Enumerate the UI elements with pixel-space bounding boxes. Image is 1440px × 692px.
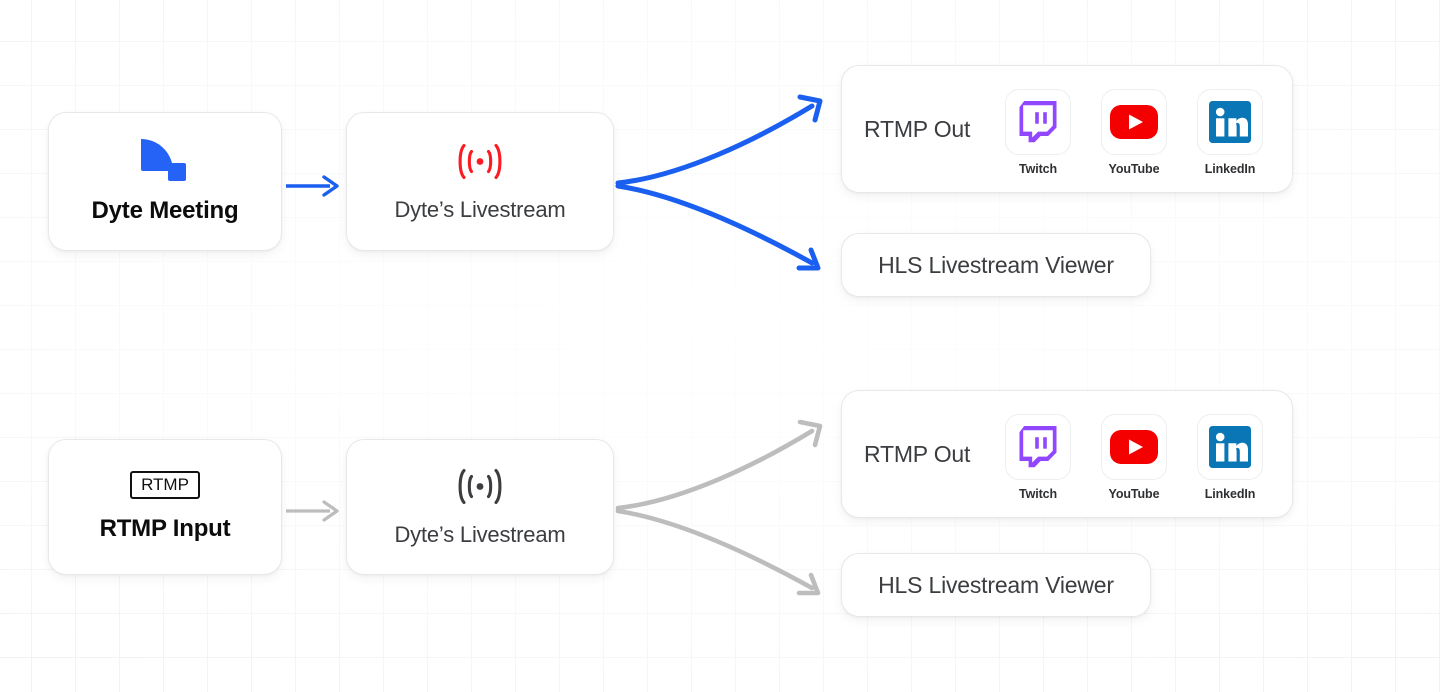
node-rtmp-input[interactable]: RTMP RTMP Input	[48, 439, 282, 575]
node-livestream-bottom-label: Dyte’s Livestream	[394, 522, 566, 547]
platform-list: Twitch YouTube	[1002, 413, 1266, 501]
node-hls-viewer-bottom[interactable]: HLS Livestream Viewer	[841, 553, 1151, 617]
node-rtmp-out-bottom[interactable]: RTMP Out Twitch	[841, 390, 1293, 518]
platform-youtube-label: YouTube	[1108, 161, 1160, 176]
platform-youtube-label: YouTube	[1108, 486, 1160, 501]
node-dyte-meeting[interactable]: Dyte Meeting	[48, 112, 282, 251]
node-rtmp-out-top-label: RTMP Out	[864, 115, 971, 142]
node-hls-viewer-top[interactable]: HLS Livestream Viewer	[841, 233, 1151, 297]
broadcast-icon	[452, 141, 508, 183]
platform-linkedin[interactable]: LinkedIn	[1194, 413, 1266, 501]
platform-twitch[interactable]: Twitch	[1002, 88, 1074, 176]
platform-youtube[interactable]: YouTube	[1098, 413, 1170, 501]
node-livestream-bottom[interactable]: Dyte’s Livestream	[346, 439, 614, 575]
rtmp-badge-icon: RTMP	[130, 470, 200, 500]
youtube-icon	[1101, 413, 1167, 480]
platform-twitch-label: Twitch	[1018, 161, 1058, 176]
platform-twitch[interactable]: Twitch	[1002, 413, 1074, 501]
platform-list: Twitch YouTube	[1002, 88, 1266, 176]
twitch-icon	[1005, 88, 1071, 155]
youtube-icon	[1101, 88, 1167, 155]
twitch-icon	[1005, 413, 1071, 480]
platform-linkedin-label: LinkedIn	[1204, 161, 1256, 176]
dyte-logo-icon	[141, 138, 189, 181]
linkedin-icon	[1197, 88, 1263, 155]
broadcast-icon	[452, 466, 508, 508]
node-rtmp-out-top[interactable]: RTMP Out Twitch	[841, 65, 1293, 193]
node-livestream-top[interactable]: Dyte’s Livestream	[346, 112, 614, 251]
platform-twitch-label: Twitch	[1018, 486, 1058, 501]
node-hls-viewer-top-label: HLS Livestream Viewer	[878, 251, 1114, 278]
platform-youtube[interactable]: YouTube	[1098, 88, 1170, 176]
platform-linkedin-label: LinkedIn	[1204, 486, 1256, 501]
node-rtmp-out-bottom-label: RTMP Out	[864, 440, 971, 467]
node-dyte-meeting-label: Dyte Meeting	[91, 196, 239, 224]
node-livestream-top-label: Dyte’s Livestream	[394, 196, 566, 222]
platform-linkedin[interactable]: LinkedIn	[1194, 88, 1266, 176]
node-hls-viewer-bottom-label: HLS Livestream Viewer	[878, 571, 1114, 598]
node-rtmp-input-label: RTMP Input	[99, 515, 231, 543]
linkedin-icon	[1197, 413, 1263, 480]
